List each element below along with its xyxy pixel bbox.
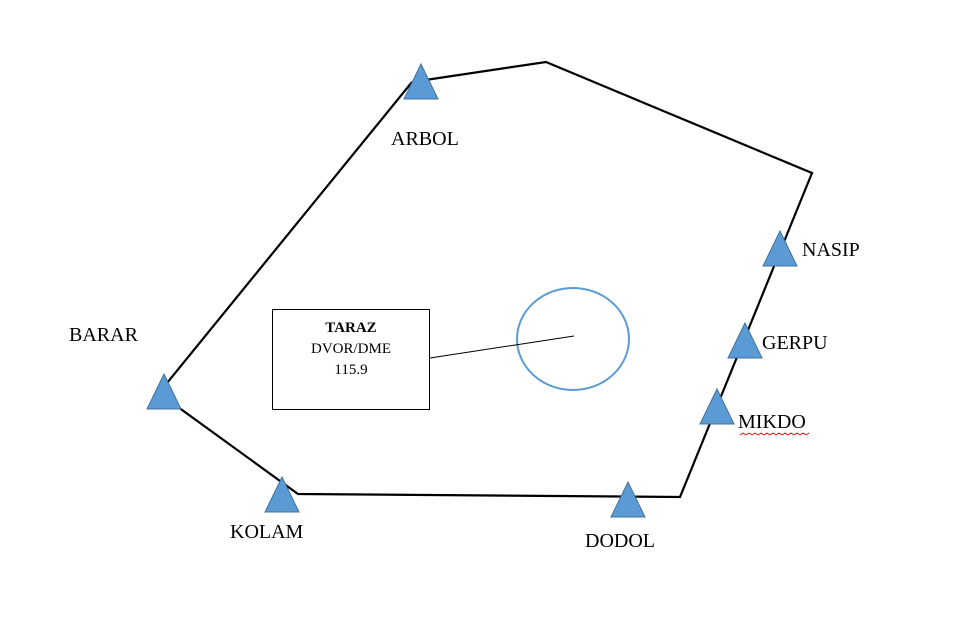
waypoint-mikdo-triangle-icon [699,387,735,425]
waypoint-barar-triangle-icon [146,372,182,410]
navaid-circle-icon [516,287,630,391]
navaid-frequency: 115.9 [334,362,367,378]
waypoint-label-barar: BARAR [69,324,139,346]
waypoint-label-dodol: DODOL [585,530,655,552]
navaid-name: TARAZ [325,320,376,336]
navaid-leader-line [429,335,575,359]
spellcheck-underline [739,432,810,436]
waypoint-label-arbol: ARBOL [391,128,459,150]
navaid-label-box: TARAZ DVOR/DME 115.9 [272,309,430,410]
waypoint-label-gerpu: GERPU [762,332,828,354]
navaid-box-frame [272,309,430,410]
waypoint-dodol-triangle-icon [610,480,646,518]
waypoint-label-kolam: KOLAM [230,521,304,543]
waypoint-label-nasip: NASIP [802,239,860,261]
waypoint-label-mikdo: MIKDO [738,411,806,433]
waypoint-kolam-triangle-icon [264,475,300,513]
navaid-type: DVOR/DME [311,341,391,357]
waypoint-arbol-triangle-icon [403,62,439,100]
waypoint-nasip-triangle-icon [762,229,798,267]
waypoint-gerpu-triangle-icon [727,321,763,359]
airspace-boundary [165,60,814,499]
